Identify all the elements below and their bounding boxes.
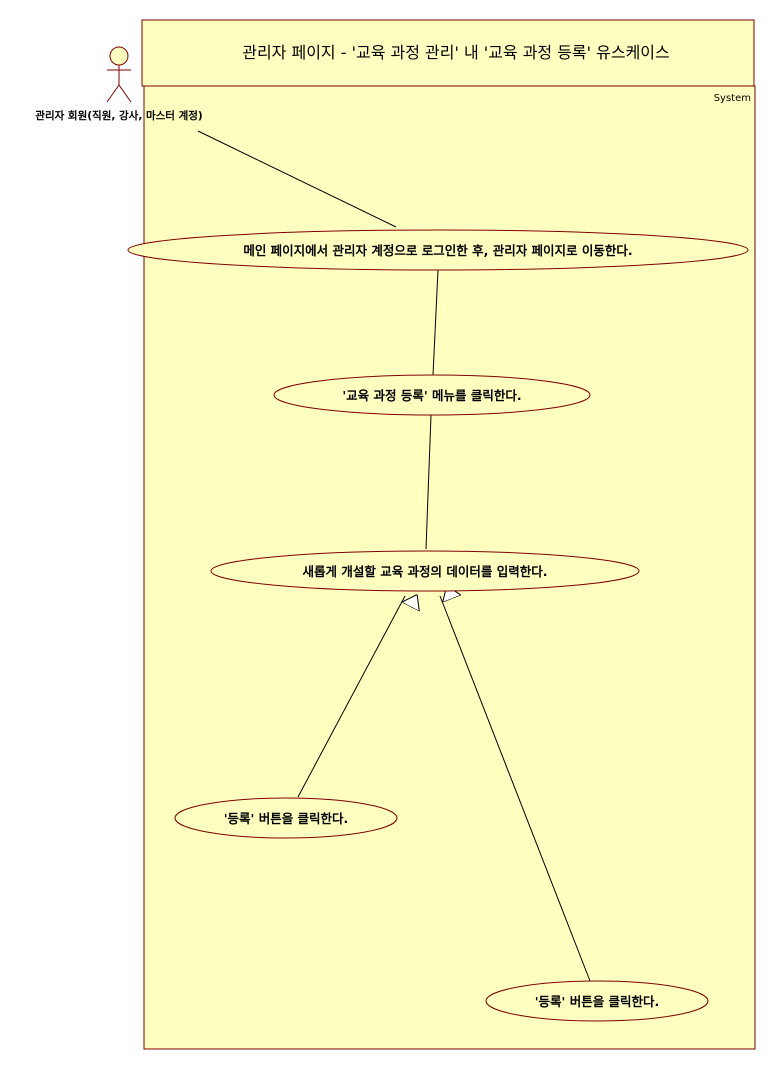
system-label: System (714, 93, 751, 104)
diagram-title: 관리자 페이지 - '교육 과정 관리' 내 '교육 과정 등록' 유스케이스 (242, 43, 670, 62)
actor[interactable] (106, 46, 132, 103)
actor-head (109, 46, 129, 66)
use-case-register-button-2[interactable]: '등록' 버튼을 클릭한다. (485, 980, 709, 1022)
use-case-input-data[interactable]: 새롭게 개설할 교육 과정의 데이터를 입력한다. (210, 550, 640, 592)
use-case-register-button-2-label: '등록' 버튼을 클릭한다. (535, 994, 660, 1009)
use-case-menu-click[interactable]: '교육 과정 등록' 메뉴를 클릭한다. (273, 374, 591, 416)
actor-left-leg (106, 84, 120, 103)
association-login-menu (432, 269, 439, 376)
actor-right-leg (118, 84, 132, 103)
generalization-register-2 (439, 596, 591, 982)
association-actor-login (197, 130, 397, 228)
use-case-login[interactable]: 메인 페이지에서 관리자 계정으로 로그인한 후, 관리자 페이지로 이동한다. (127, 229, 749, 271)
use-case-input-data-label: 새롭게 개설할 교육 과정의 데이터를 입력한다. (302, 564, 547, 579)
association-menu-input (425, 414, 432, 550)
generalization-register-1 (297, 596, 405, 798)
actor-name: 관리자 회원(직원, 강사, 마스터 계정) (35, 109, 202, 122)
use-case-register-button-1-label: '등록' 버튼을 클릭한다. (224, 811, 349, 826)
use-case-login-label: 메인 페이지에서 관리자 계정으로 로그인한 후, 관리자 페이지로 이동한다. (243, 243, 632, 258)
use-case-register-button-1[interactable]: '등록' 버튼을 클릭한다. (174, 797, 398, 839)
title-box (141, 19, 755, 87)
use-case-menu-click-label: '교육 과정 등록' 메뉴를 클릭한다. (342, 388, 521, 403)
